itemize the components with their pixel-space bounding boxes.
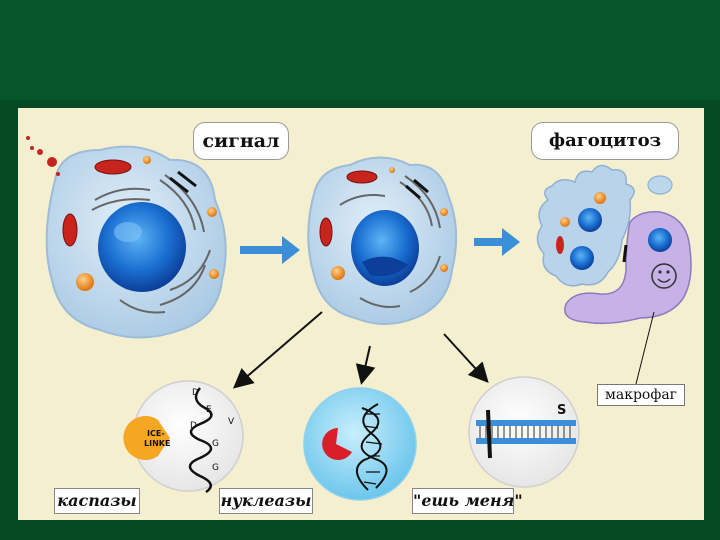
caspases-label: каспазы (54, 488, 140, 514)
membrane-letter: S (557, 403, 566, 418)
arrow-right-2 (474, 228, 520, 256)
phospholipid-bilayer (476, 420, 576, 444)
seq-letter-5: G (212, 439, 219, 449)
phagocytosis-label: фагоцитоз (531, 122, 679, 160)
nucleases-label: нуклеазы (219, 488, 313, 514)
enzyme-label-line2: LINKE (144, 439, 170, 448)
phagocytosis-group (536, 164, 692, 325)
seq-letter-3: V (228, 417, 235, 427)
shrinking-cell (307, 156, 458, 325)
seq-letter-1: D (192, 388, 199, 398)
eat-me-label: "ешь меня" (412, 488, 523, 514)
arrow-to-caspases (232, 311, 323, 389)
enzyme-label-line1: ICE- (147, 429, 165, 438)
caspase-inset: ICE- LINKE D E V D G G (123, 380, 244, 494)
arrow-to-nucleases (355, 345, 376, 385)
membrane-inset: S (468, 376, 580, 488)
macrophage-label: макрофаг (597, 384, 685, 406)
healthy-cell (26, 136, 227, 339)
title-band (0, 0, 720, 100)
nuclease-inset (303, 387, 417, 501)
arrow-to-eat-me (443, 333, 489, 383)
seq-letter-2: E (206, 405, 212, 415)
seq-letter-4: D (190, 421, 197, 431)
arrow-right-1 (240, 236, 300, 264)
seq-letter-6: G (212, 463, 219, 473)
signal-label: сигнал (193, 122, 289, 160)
